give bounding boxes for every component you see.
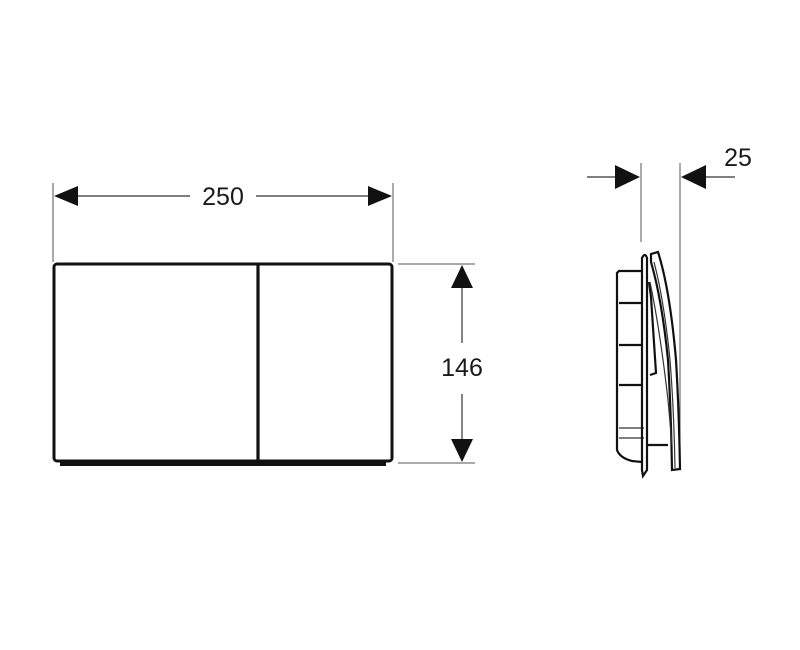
inner-support (647, 281, 658, 377)
arrow-left-icon (681, 165, 706, 189)
arrow-left-icon (54, 186, 78, 206)
cover-plate-inner-line (653, 261, 676, 469)
frame-outline (615, 269, 643, 464)
arrow-down-icon (451, 439, 473, 462)
arrow-right-icon (368, 186, 392, 206)
back-plate (640, 253, 668, 479)
cover-plate-outline (649, 250, 682, 472)
side-view: 25 (587, 144, 752, 479)
front-view: 250 146 (52, 183, 483, 466)
arrow-right-icon (615, 165, 640, 189)
cover-plate-back-line (649, 281, 673, 446)
depth-dimension: 25 (587, 144, 752, 465)
cover-plate (649, 250, 682, 472)
plate-outline (52, 262, 394, 463)
height-dimension-label: 146 (441, 354, 483, 382)
height-dimension: 146 (398, 263, 483, 464)
depth-dimension-label: 25 (724, 144, 752, 172)
flush-plate-front (52, 262, 394, 466)
arrow-up-icon (451, 265, 473, 288)
back-plate-outline (640, 253, 649, 479)
mounting-frame (615, 269, 644, 464)
width-dimension: 250 (52, 183, 394, 262)
width-dimension-label: 250 (202, 183, 244, 211)
